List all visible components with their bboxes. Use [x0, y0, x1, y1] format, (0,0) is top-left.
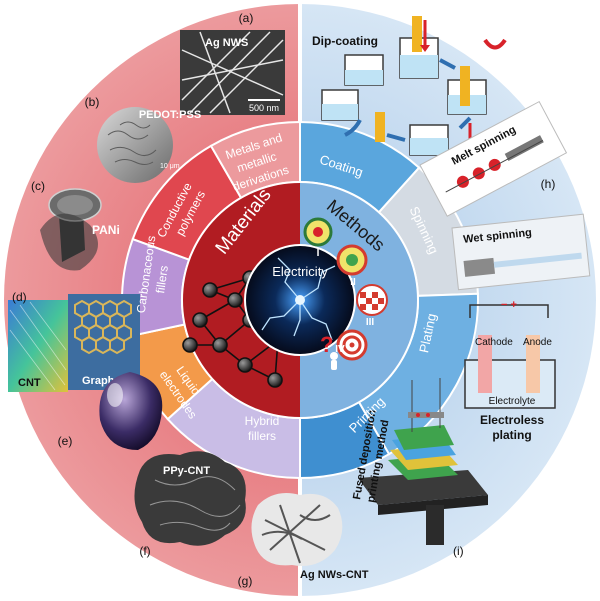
question-figure-icon: ? — [320, 332, 338, 370]
hybrid-label-2: fillers — [248, 429, 276, 443]
panel-electroless-plating: − + Cathode Anode Electrolyte Electroles… — [464, 299, 556, 442]
panel-melt-spinning: Melt spinning (h) — [419, 100, 568, 217]
panel-b-scale: 10 μm — [160, 163, 180, 170]
svg-text:?: ? — [320, 332, 333, 357]
panel-f: (f) PPy-CNT — [134, 451, 246, 558]
battery-icon: − + — [501, 299, 517, 311]
panel-f-letter: (f) — [139, 544, 150, 558]
method-icon-IV: IV — [335, 329, 368, 361]
electrolyte-label: Electrolyte — [489, 396, 536, 407]
core-outline — [181, 181, 419, 419]
panel-e-letter: (e) — [58, 434, 73, 448]
panel-a: (a) Ag NWS 500 nm — [180, 11, 285, 115]
panel-g-caption: Ag NWs-CNT — [300, 569, 369, 581]
core-glow — [295, 295, 305, 305]
numeral-I: I — [317, 248, 320, 259]
panel-e: (e) — [58, 372, 163, 450]
panel-f-caption: PPy-CNT — [163, 465, 210, 477]
panel-wet-spinning: Wet spinning — [451, 213, 591, 291]
ring-band — [121, 120, 479, 480]
electroless-title-line1: Electroless — [480, 413, 544, 427]
hybrid-label-1: Hybrid — [245, 414, 280, 428]
method-icon-III: III — [356, 284, 388, 328]
panel-dip-coating: Dip-coating — [312, 16, 507, 156]
panel-b-caption: PEDOT:PSS — [139, 109, 201, 121]
panel-b: (b) PEDOT:PSS 10 μm — [85, 95, 201, 183]
lightning-icon — [261, 257, 336, 341]
anode-label: Anode — [523, 337, 552, 348]
carbonaceous-label-2: fillers — [153, 265, 171, 295]
panel-g-letter: (g) — [238, 574, 253, 588]
panel-c-letter: (c) — [31, 179, 45, 193]
dip-coating-caption: Dip-coating — [312, 34, 378, 48]
printed-object — [388, 425, 458, 480]
panel-h-letter: (h) — [541, 177, 556, 191]
panel-c: (c) PANi — [31, 179, 120, 271]
numeral-II: II — [350, 277, 356, 288]
numeral-IV: IV — [335, 344, 345, 355]
panel-c-caption: PANi — [92, 223, 120, 237]
panel-g: (g) Ag NWs-CNT — [238, 492, 369, 588]
panel-a-caption: Ag NWS — [205, 37, 248, 49]
panel-d-letter: (d) — [12, 290, 27, 304]
center-label: Electricity — [272, 264, 328, 279]
panel-a-letter: (a) — [239, 11, 254, 25]
cathode-label: Cathode — [475, 337, 513, 348]
panel-b-letter: (b) — [85, 95, 100, 109]
numeral-III: III — [366, 317, 375, 328]
panel-i-letter: (i) — [453, 544, 464, 558]
method-icon-I: I — [303, 217, 333, 259]
panel-d-caption-cnt: CNT — [18, 377, 41, 389]
panel-a-scale: 500 nm — [249, 103, 279, 113]
electroless-title-line2: plating — [492, 428, 531, 442]
method-icon-II: II — [336, 244, 368, 288]
